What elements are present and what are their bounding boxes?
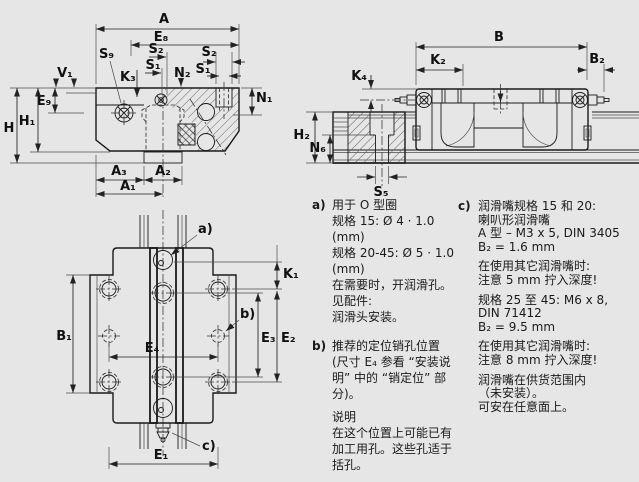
dim-S2-flange: S₂ <box>201 45 216 60</box>
note-c-body: 润滑嘴规格 15 和 20: 喇叭形润滑嘴 A 型 – M3 x 5, DIN … <box>478 199 620 420</box>
dim-S9: S₉ <box>99 47 114 62</box>
contact-centerline <box>189 98 227 156</box>
dowel-hole-left <box>98 325 120 347</box>
callouts: a) b) c) <box>170 222 255 454</box>
carriage-top <box>89 247 237 424</box>
callout-b: b) <box>240 307 255 322</box>
dim-S2-mid: S₂ <box>148 42 163 57</box>
top-dimensions: B₁ E₄ K₁ E₂ E₃ E₁ <box>56 245 299 469</box>
side-view-drawing: B K₂ B₂ K₄ H₂ N₆ S₅ <box>293 30 639 200</box>
note-c-text-3: 规格 25 至 45: M6 x 8, DIN 71412 B₂ = 9.5 m… <box>478 292 609 334</box>
note-b-body: 推荐的定位销孔位置 (尺寸 E₄ 参看 “安装说 明” 中的 “销定位” 部 分… <box>332 338 452 480</box>
center-lube-port <box>154 93 168 107</box>
rail-section-cut <box>177 123 196 146</box>
dim-N2: N₂ <box>174 66 191 81</box>
oring-port-bottom <box>153 398 173 418</box>
note-a: a) 用于 O 型圈 规格 15: Ø 4 · 1.0 (mm) 规格 20-4… <box>312 197 462 332</box>
pocket-right <box>522 103 558 148</box>
center-hole-upper <box>150 282 176 304</box>
dim-A3: A₃ <box>111 164 127 179</box>
flange-screw-hole <box>216 86 232 107</box>
dim-V1: V₁ <box>57 66 73 81</box>
dim-S1-flange: S₁ <box>195 62 210 77</box>
dim-E4: E₄ <box>145 341 160 356</box>
notes-column-right: c) 润滑嘴规格 15 和 20: 喇叭形润滑嘴 A 型 – M3 x 5, D… <box>458 199 639 426</box>
note-b: b) 推荐的定位销孔位置 (尺寸 E₄ 参看 “安装说 明” 中的 “销定位” … <box>312 338 462 480</box>
grease-nipple-right <box>587 94 610 106</box>
endcap-screw-left <box>416 92 432 108</box>
note-c-text-4: 在使用其它润滑嘴时: 注意 8 mm 拧入深度! <box>478 339 598 367</box>
carriage-top-outline <box>89 247 237 424</box>
dim-K3: K₃ <box>120 70 136 85</box>
dim-S1-mid: S₁ <box>145 58 160 73</box>
ball-track-lower <box>197 133 215 151</box>
corner-hole-br <box>205 369 231 395</box>
dim-A2: A₂ <box>155 164 171 179</box>
corner-hole-tr <box>205 276 231 302</box>
pocket-left <box>440 103 475 148</box>
front-view-drawing: A E₈ S₂ S₁ N₂ S₂ S₁ N₁ S₉ <box>4 12 273 197</box>
dowel-hole-right <box>207 325 229 347</box>
dim-E8: E₈ <box>154 30 169 45</box>
dim-E3: E₃ <box>261 331 276 346</box>
top-view-drawing: B₁ E₄ K₁ E₂ E₃ E₁ a) b) <box>56 210 299 469</box>
dim-S5: S₅ <box>373 185 388 200</box>
dim-E1: E₁ <box>154 448 169 463</box>
dim-N1: N₁ <box>256 91 273 106</box>
dim-N6: N₆ <box>309 141 326 156</box>
rail-band-left <box>149 247 158 424</box>
flange-screw <box>111 100 137 127</box>
dim-A: A <box>159 12 169 27</box>
dim-H2: H₂ <box>293 128 310 143</box>
note-a-tag: a) <box>312 198 326 212</box>
front-dimensions: A E₈ S₂ S₁ N₂ S₂ S₁ N₁ S₉ <box>4 12 273 197</box>
rail-section <box>141 95 185 170</box>
carriage-section <box>95 82 240 156</box>
oring-port-top <box>153 250 173 270</box>
dim-B2: B₂ <box>589 52 605 67</box>
note-b-text-2: 说明 在这个位置上可能已有 加工用孔。这些孔适于 括孔。 <box>332 410 453 472</box>
dim-B1: B₁ <box>56 329 72 344</box>
carriage-outline <box>95 87 240 152</box>
dim-H1: H₁ <box>19 114 36 129</box>
note-c-tag: c) <box>458 199 471 213</box>
dim-B: B <box>494 30 504 45</box>
note-c: c) 润滑嘴规格 15 和 20: 喇叭形润滑嘴 A 型 – M3 x 5, D… <box>458 199 639 420</box>
rail-top <box>139 210 187 456</box>
callout-a: a) <box>198 222 213 237</box>
dim-E9: E₉ <box>37 94 52 109</box>
rail-side <box>333 111 639 164</box>
note-a-body: 用于 O 型圈 规格 15: Ø 4 · 1.0 (mm) 规格 20-45: … <box>332 197 462 332</box>
mounting-holes <box>96 250 231 443</box>
dim-K1: K₁ <box>283 267 299 282</box>
note-a-text: 用于 O 型圈 规格 15: Ø 4 · 1.0 (mm) 规格 20-45: … <box>332 198 454 324</box>
notes-column-left: a) 用于 O 型圈 规格 15: Ø 4 · 1.0 (mm) 规格 20-4… <box>312 197 462 482</box>
rail-cross-section <box>332 104 406 186</box>
rail-band-right <box>175 247 184 424</box>
grease-nipple-bottom <box>155 422 171 443</box>
rail-head-hidden <box>141 104 185 123</box>
ball-track-upper <box>197 103 215 121</box>
note-c-text-2: 在使用其它润滑嘴时: 注意 5 mm 拧入深度! <box>478 259 598 287</box>
dim-A1: A₁ <box>120 179 136 194</box>
note-b-text-1: 推荐的定位销孔位置 (尺寸 E₄ 参看 “安装说 明” 中的 “销定位” 部 分… <box>332 339 451 401</box>
note-c-text-1: 润滑嘴规格 15 和 20: 喇叭形润滑嘴 A 型 – M3 x 5, DIN … <box>478 199 620 254</box>
callout-c: c) <box>202 439 216 454</box>
corner-hole-tl <box>96 276 122 302</box>
corner-hole-bl <box>96 369 122 395</box>
endcap-screw-right <box>572 92 588 108</box>
dim-H: H <box>4 121 15 136</box>
dim-K4: K₄ <box>351 69 367 84</box>
note-b-tag: b) <box>312 339 327 353</box>
side-dimensions: B K₂ B₂ K₄ H₂ N₆ S₅ <box>293 30 615 200</box>
top-lube-port <box>493 84 508 116</box>
carriage-side <box>394 84 610 151</box>
dim-E2: E₂ <box>281 331 296 346</box>
note-c-text-5: 润滑嘴在供货范围内 （未安装）。 可安在任意面上。 <box>478 372 587 414</box>
dim-K2: K₂ <box>430 53 446 68</box>
center-hole-lower <box>150 366 176 388</box>
